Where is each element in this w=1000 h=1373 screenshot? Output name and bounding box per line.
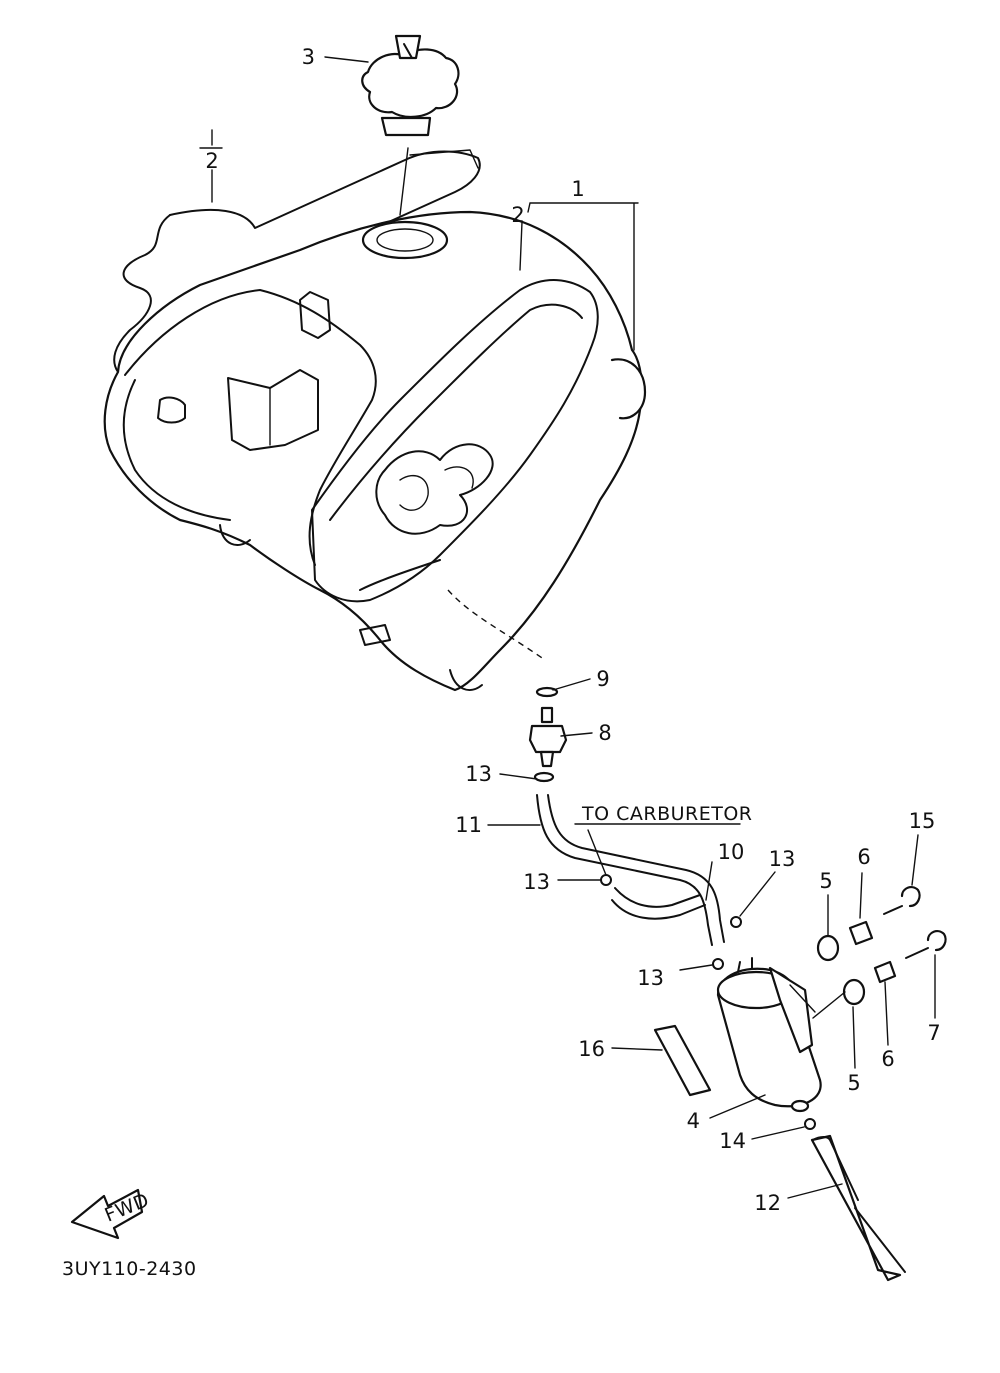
callout-10: 10	[718, 840, 745, 864]
hose-12	[810, 1134, 906, 1282]
callout-9: 9	[596, 667, 609, 691]
callout-13-b: 13	[769, 847, 796, 871]
callout-6-lower: 6	[881, 1047, 894, 1071]
callout-14: 14	[719, 1129, 746, 1153]
callout-3: 3	[302, 45, 315, 69]
callout-2-top: 2	[205, 149, 218, 173]
fuel-filter	[716, 957, 822, 1113]
callout-5-lower: 5	[847, 1071, 860, 1095]
callout-16: 16	[578, 1037, 605, 1061]
callout-1: 1	[571, 177, 584, 201]
callout-15: 15	[909, 809, 936, 833]
damper-collar-bolts	[816, 886, 947, 1006]
callout-4: 4	[687, 1109, 700, 1133]
fuel-cap	[361, 34, 460, 216]
to-carburetor-label: TO CARBURETOR	[581, 803, 752, 825]
fuel-hoses	[536, 794, 816, 1130]
callout-5-upper: 5	[819, 869, 832, 893]
side-cover-decal-left	[113, 149, 481, 373]
callout-12: 12	[754, 1191, 781, 1215]
callout-13-d: 13	[637, 966, 664, 990]
callout-2-right: 2	[511, 203, 524, 227]
leader-lines	[199, 56, 936, 1199]
callout-6-upper: 6	[857, 845, 870, 869]
callout-8: 8	[598, 721, 611, 745]
arrow-left-icon: FWD	[70, 1188, 152, 1240]
callout-11: 11	[455, 813, 482, 837]
petcock-and-oring	[528, 686, 568, 783]
pad-16	[653, 1024, 712, 1097]
diagram-code: 3UY110-2430	[62, 1258, 197, 1280]
fuel-tank	[103, 210, 647, 692]
callout-13-a: 13	[465, 762, 492, 786]
callout-7: 7	[927, 1021, 940, 1045]
callout-numbers: 3 2 1 2 9 8 13 11 10 13 13 5 6 15 13 7 1…	[205, 45, 940, 1215]
callout-13-c: 13	[523, 870, 550, 894]
